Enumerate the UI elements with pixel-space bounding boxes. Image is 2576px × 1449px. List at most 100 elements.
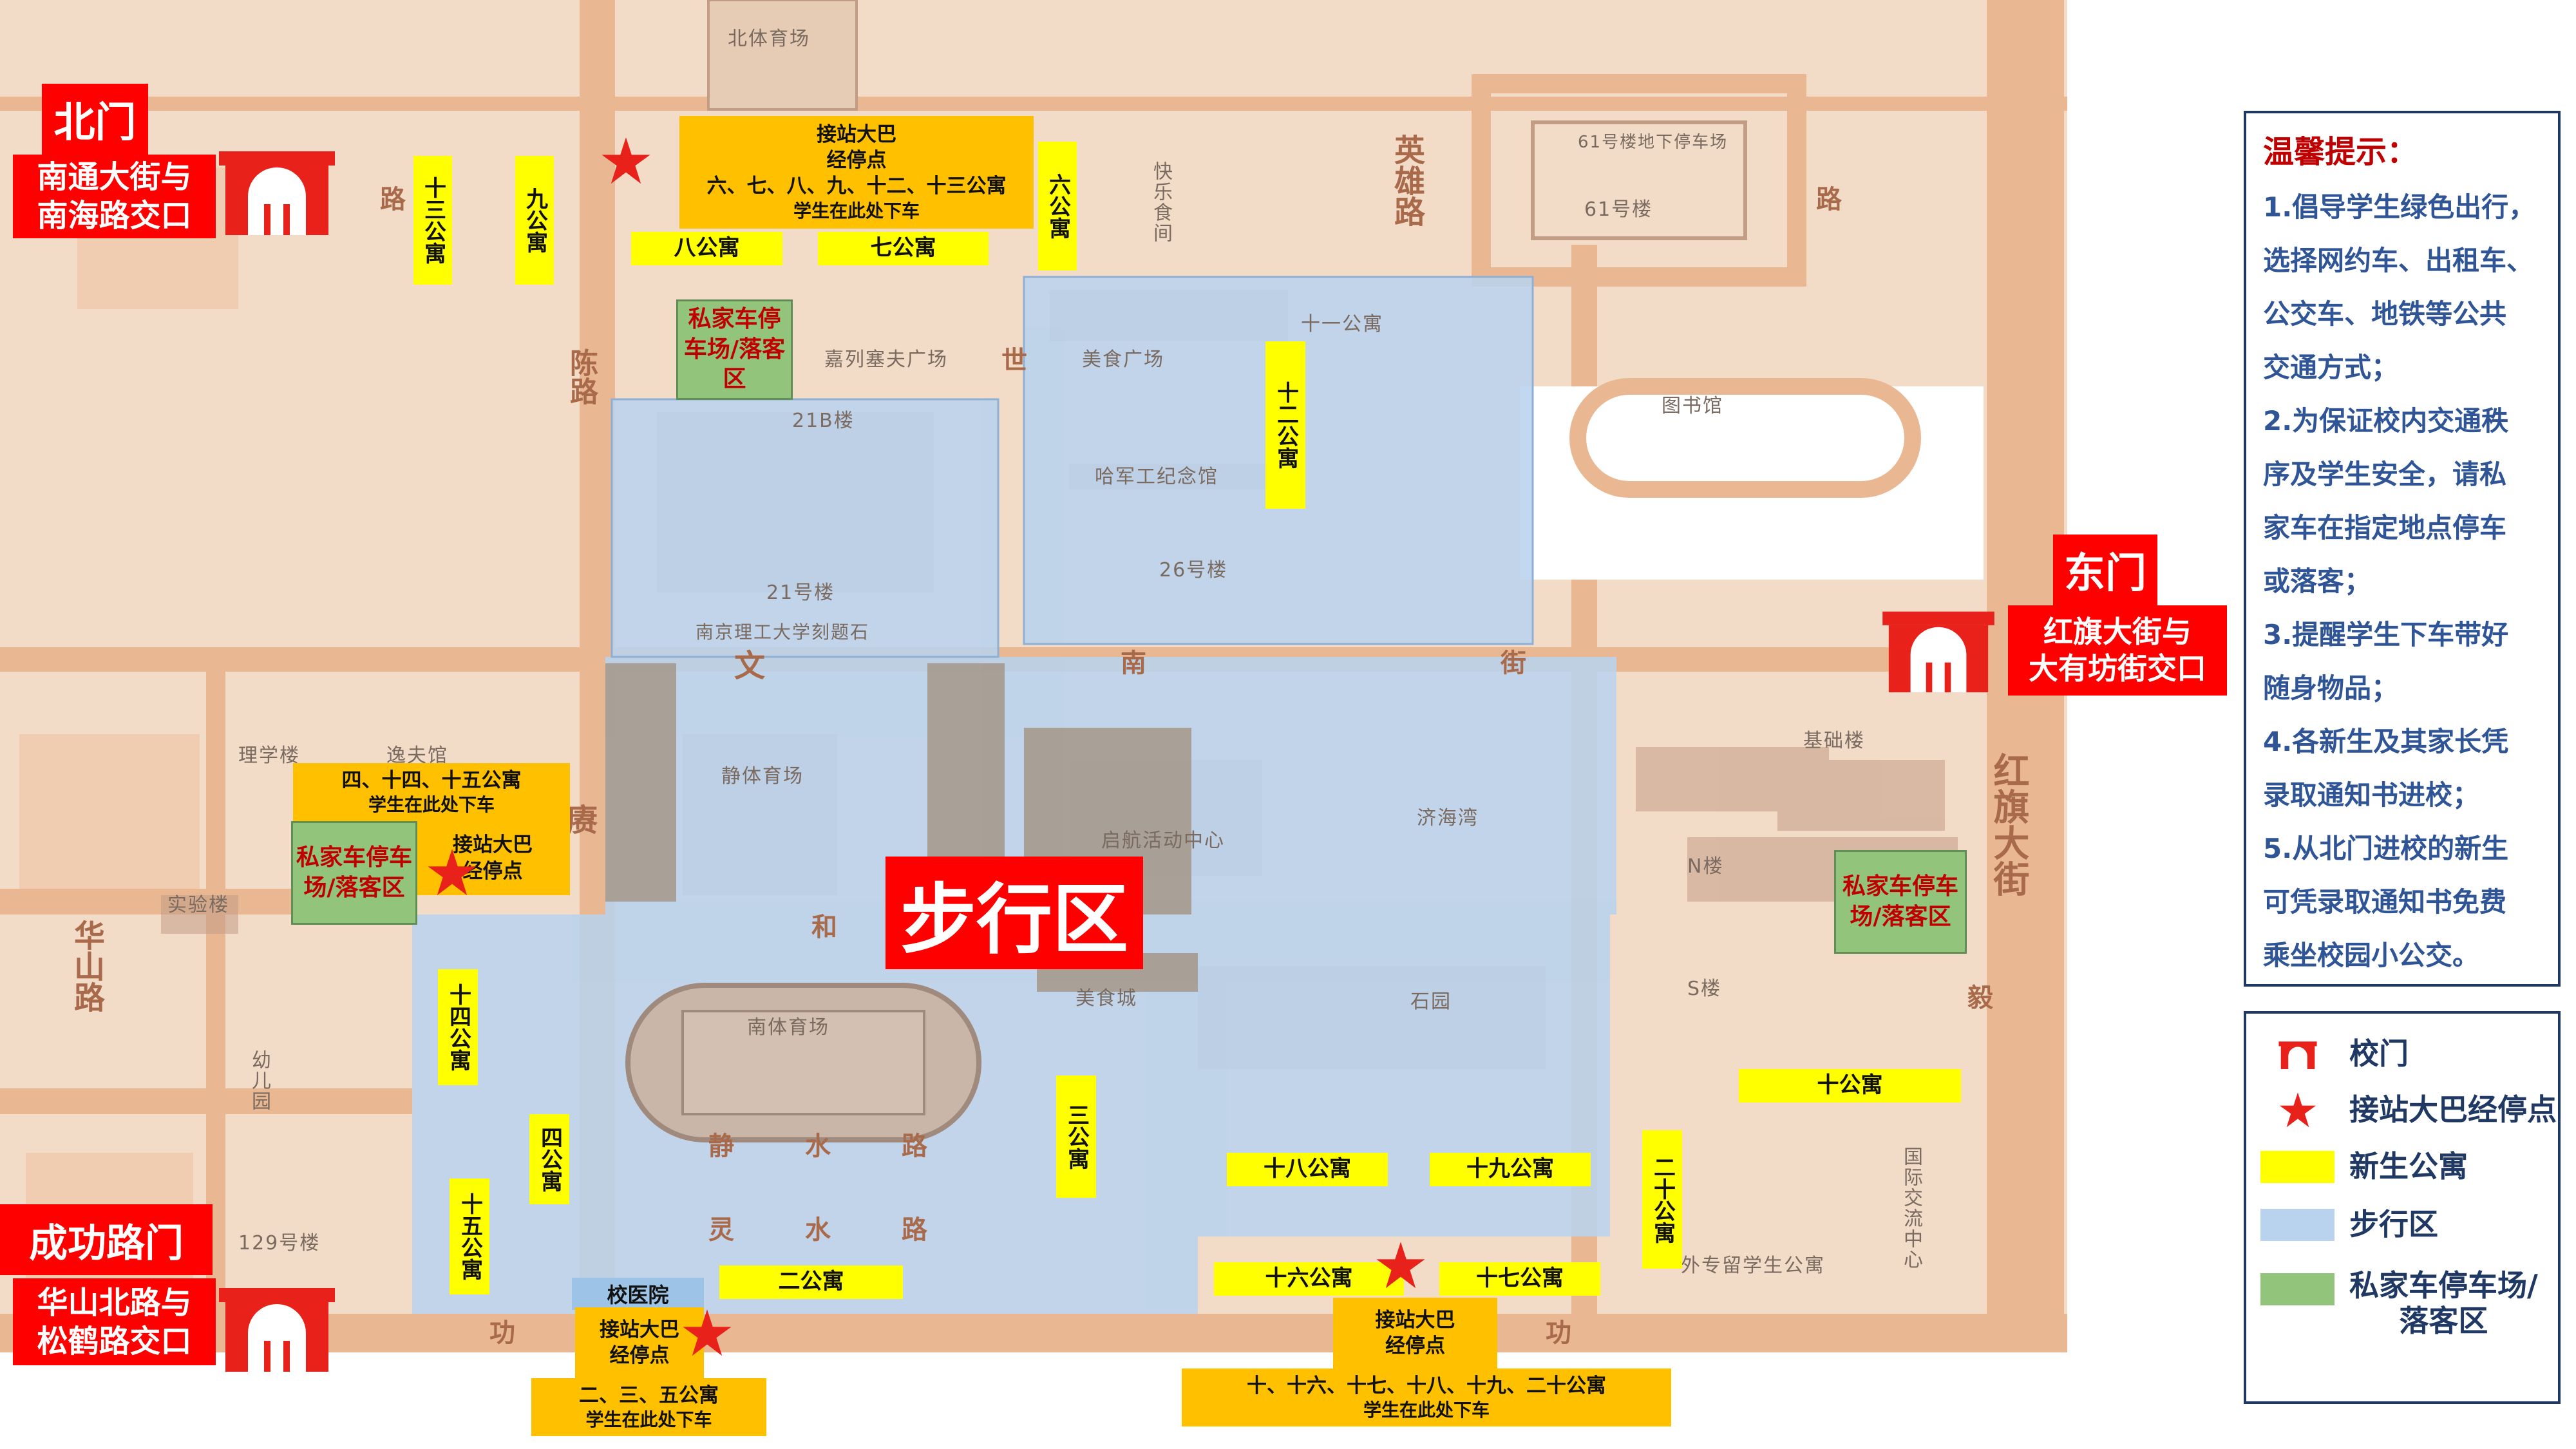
- dorm-16: 十六公寓: [1214, 1262, 1404, 1296]
- star-icon: [2279, 1092, 2316, 1128]
- legend-parking-label-2: 落客区: [2399, 1303, 2488, 1339]
- legend-bus-stop-label: 接站大巴经停点: [2349, 1092, 2557, 1128]
- label-jihai: 济海湾: [1417, 807, 1479, 829]
- notice-se-line1: 接站大巴: [1375, 1308, 1455, 1332]
- label-qihang: 启航活动中心: [1101, 829, 1225, 852]
- dorm-2: 二公寓: [719, 1265, 903, 1299]
- shuttle-notice-north: 接站大巴 经停点 六、七、八、九、十二、十三公寓 学生在此处下车: [679, 116, 1034, 229]
- legend-parking-swatch: [2260, 1273, 2334, 1305]
- label-nanti: 南体育场: [747, 1016, 829, 1039]
- legend-panel: 校门 接站大巴经停点 新生公寓 步行区 私家车停车场/ 落客区: [2244, 1011, 2561, 1404]
- tip-line: 乘坐校园小公交。: [2263, 940, 2480, 971]
- east-gate-loc1: 红旗大街与: [2043, 614, 2192, 649]
- tip-line: 公交车、地铁等公共: [2263, 298, 2507, 330]
- label-waizhuan: 外专留学生公寓: [1681, 1255, 1825, 1277]
- legend-row-dorm: 新生公寓: [2246, 1149, 2558, 1184]
- chenggong-gate-location: 华山北路与 松鹤路交口: [13, 1278, 216, 1365]
- street-chen-lu: 陈路: [565, 348, 598, 405]
- bus-stop-star-north: [601, 137, 650, 184]
- legend-gate-label: 校门: [2349, 1036, 2409, 1071]
- street-jing-shui: 静水路: [708, 1132, 998, 1161]
- label-21: 21号楼: [766, 582, 835, 604]
- label-n-lou: N楼: [1687, 855, 1724, 878]
- dorm-14: 十四公寓: [438, 969, 478, 1085]
- parking-west: 私家车停车场/落客区: [291, 821, 417, 925]
- chenggong-gate-title: 成功路门: [0, 1204, 213, 1275]
- tip-line: 2.为保证校内交通秩: [2263, 405, 2509, 437]
- label-jichu: 基础楼: [1803, 730, 1865, 752]
- legend-pedestrian-swatch: [2260, 1208, 2334, 1241]
- tips-panel: 温馨提示： 1.倡导学生绿色出行， 选择网约车、出租车、 公交车、地铁等公共 交…: [2244, 111, 2561, 987]
- legend-row-parking: 私家车停车场/ 落客区: [2246, 1268, 2558, 1339]
- notice-west-line3: 接站大巴: [453, 833, 533, 857]
- notice-north-line3: 六、七、八、九、十二、十三公寓: [706, 175, 1007, 198]
- dorm-4: 四公寓: [529, 1114, 569, 1204]
- shuttle-notice-west-top: 四、十四、十五公寓 学生在此处下车: [293, 763, 570, 821]
- label-jingti: 静体育场: [721, 765, 804, 788]
- tip-line: 录取通知书进校；: [2263, 779, 2480, 811]
- tip-line: 随身物品；: [2263, 672, 2399, 704]
- label-beiti: 北体育场: [728, 28, 810, 50]
- label-p61: 61号楼地下停车场: [1578, 133, 1728, 152]
- label-26: 26号楼: [1159, 559, 1228, 582]
- tip-line: 或落客；: [2263, 565, 2372, 597]
- notice-sw-line3: 二、三、五公寓: [579, 1383, 719, 1407]
- dorm-10: 十公寓: [1739, 1069, 1961, 1103]
- tip-line: 1.倡导学生绿色出行，: [2263, 191, 2536, 223]
- bus-stop-star-se: [1376, 1242, 1425, 1289]
- label-kuaile: 快乐食间: [1150, 161, 1172, 243]
- legend-row-bus-stop: 接站大巴经停点: [2246, 1091, 2558, 1130]
- parking-east: 私家车停车场/落客区: [1834, 850, 1967, 954]
- notice-se-line4: 学生在此处下车: [1363, 1399, 1490, 1421]
- label-library: 图书馆: [1662, 395, 1723, 417]
- notice-north-line2: 经停点: [826, 149, 887, 173]
- dorm-9: 九公寓: [515, 156, 554, 285]
- street-gong-east: 功: [1546, 1318, 1571, 1348]
- dorm-7: 七公寓: [818, 232, 989, 265]
- shuttle-notice-se-dorms: 十、十六、十七、十八、十九、二十公寓 学生在此处下车: [1182, 1368, 1671, 1426]
- hospital-label: 校医院: [607, 1283, 669, 1307]
- gate-icon: [2278, 1041, 2317, 1069]
- label-61: 61号楼: [1584, 198, 1653, 221]
- label-lixue: 理学楼: [238, 744, 300, 767]
- label-xiangrui: 嘉列塞夫广场: [824, 348, 948, 371]
- dorm-3: 三公寓: [1056, 1075, 1096, 1198]
- dorm-19: 十九公寓: [1430, 1153, 1591, 1186]
- street-gong: 功: [489, 1318, 515, 1348]
- street-yingxiong: 英雄路: [1388, 134, 1425, 227]
- north-gate-location: 南通大街与 南海路交口: [13, 155, 216, 238]
- dorm-17: 十七公寓: [1439, 1262, 1600, 1296]
- label-d11: 十一公寓: [1301, 313, 1383, 336]
- dorm-6: 六公寓: [1038, 142, 1077, 270]
- tip-line: 选择网约车、出租车、: [2263, 245, 2534, 276]
- tips-title: 温馨提示：: [2263, 134, 2418, 170]
- north-gate-title: 北门: [42, 84, 148, 155]
- dorm-12: 十二公寓: [1265, 341, 1305, 509]
- shuttle-notice-se-stop: 接站大巴 经停点: [1333, 1298, 1497, 1368]
- dorm-20: 二十公寓: [1642, 1130, 1682, 1269]
- pedestrian-zone-label: 步行区: [886, 857, 1143, 969]
- label-21b: 21B楼: [792, 410, 855, 432]
- legend-row-gate: 校门: [2246, 1036, 2558, 1072]
- legend-parking-label-1: 私家车停车场/: [2349, 1268, 2538, 1303]
- street-hongqi: 红旗大街: [1987, 752, 2029, 896]
- street-lu-east: 路: [1816, 185, 1842, 214]
- notice-west-line4: 经停点: [462, 859, 523, 883]
- tip-line: 4.各新生及其家长凭: [2263, 726, 2509, 757]
- label-s-lou: S楼: [1687, 978, 1722, 1000]
- label-shiyuan: 石园: [1410, 990, 1452, 1013]
- notice-sw-line1: 接站大巴: [600, 1318, 679, 1341]
- legend-dorm-label: 新生公寓: [2349, 1149, 2468, 1184]
- chenggong-gate-loc1: 华山北路与: [37, 1284, 192, 1321]
- label-shiyan: 实验楼: [167, 894, 229, 916]
- notice-west-line2: 学生在此处下车: [368, 793, 495, 815]
- notice-west-line1: 四、十四、十五公寓: [341, 768, 522, 792]
- label-youer: 幼儿园: [248, 1050, 270, 1112]
- bus-stop-star-west: [428, 849, 477, 896]
- label-129: 129号楼: [238, 1232, 321, 1255]
- east-gate-title: 东门: [2053, 535, 2157, 605]
- street-ling-shui: 灵水路: [708, 1215, 998, 1245]
- legend-pedestrian-label: 步行区: [2349, 1207, 2438, 1242]
- street-nan: 南: [1121, 649, 1146, 678]
